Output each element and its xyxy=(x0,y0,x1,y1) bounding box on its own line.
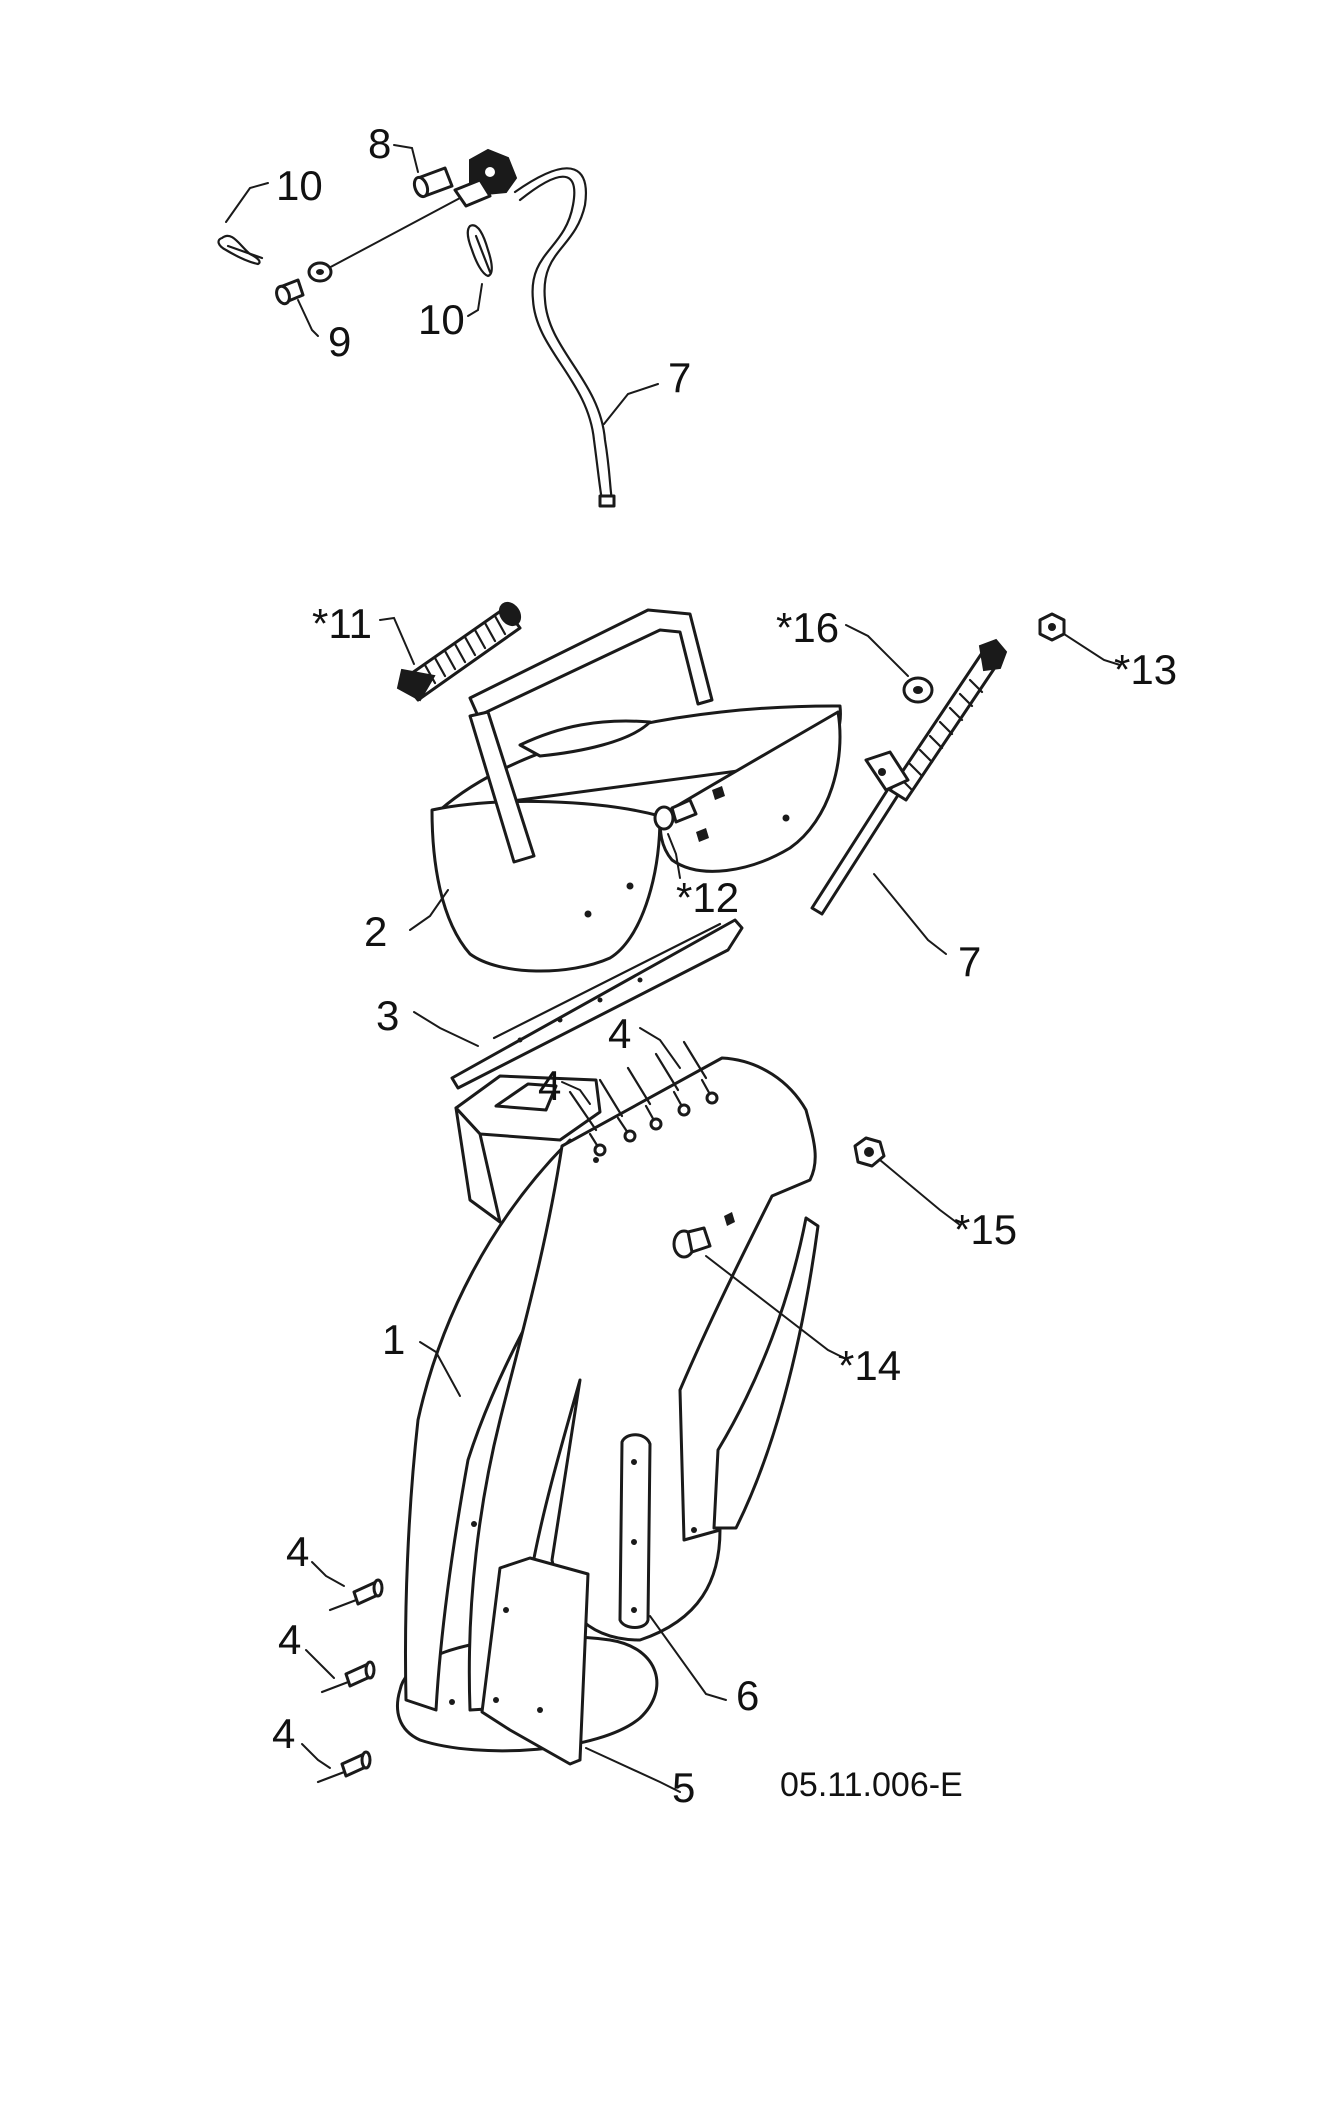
label-part-1: 1 xyxy=(382,1316,405,1363)
label-part-7-top: 7 xyxy=(668,354,691,401)
chute-body-1 xyxy=(396,1056,820,1766)
clip-10-left xyxy=(217,234,264,266)
control-cable-mid xyxy=(810,638,1008,916)
wire-end-washer xyxy=(307,261,333,283)
label-part-13: *13 xyxy=(1114,646,1177,693)
clip-10-middle xyxy=(466,224,493,278)
label-part-12: *12 xyxy=(676,874,739,921)
inner-wire xyxy=(324,197,461,271)
rivet-4-upper xyxy=(328,1578,384,1612)
control-cable-top xyxy=(513,167,614,502)
rivet-4-middle xyxy=(320,1660,376,1694)
label-part-16: *16 xyxy=(776,604,839,651)
pin-9 xyxy=(275,278,305,306)
label-part-11: *11 xyxy=(312,600,372,647)
label-part-4-b: 4 xyxy=(538,1062,561,1109)
nut-15 xyxy=(853,1136,886,1168)
label-part-4-c: 4 xyxy=(286,1528,309,1575)
label-part-10-middle: 10 xyxy=(418,296,465,343)
label-part-8: 8 xyxy=(368,120,391,167)
blade-3 xyxy=(450,918,744,1090)
deflector-hood xyxy=(430,608,842,973)
pin-8 xyxy=(412,166,454,199)
label-part-15: *15 xyxy=(954,1206,1017,1253)
rivet-4-lower xyxy=(316,1750,372,1784)
label-part-14: *14 xyxy=(838,1342,901,1389)
drawing-code: 05.11.006-E xyxy=(780,1766,963,1804)
washer-16 xyxy=(902,676,934,704)
label-part-4-a: 4 xyxy=(608,1010,631,1057)
spring-11 xyxy=(396,601,522,702)
label-part-2: 2 xyxy=(364,908,387,955)
cable-assembly-top xyxy=(217,148,616,508)
rivets-top xyxy=(568,1040,719,1157)
label-part-4-d: 4 xyxy=(278,1616,301,1663)
label-part-7-middle: 7 xyxy=(958,938,981,985)
nut-13 xyxy=(1038,612,1066,642)
label-part-5: 5 xyxy=(672,1764,695,1811)
label-part-4-e: 4 xyxy=(272,1710,295,1757)
label-part-10-top: 10 xyxy=(276,162,323,209)
label-part-6: 6 xyxy=(736,1672,759,1719)
label-part-9: 9 xyxy=(328,318,351,365)
label-part-3: 3 xyxy=(376,992,399,1039)
